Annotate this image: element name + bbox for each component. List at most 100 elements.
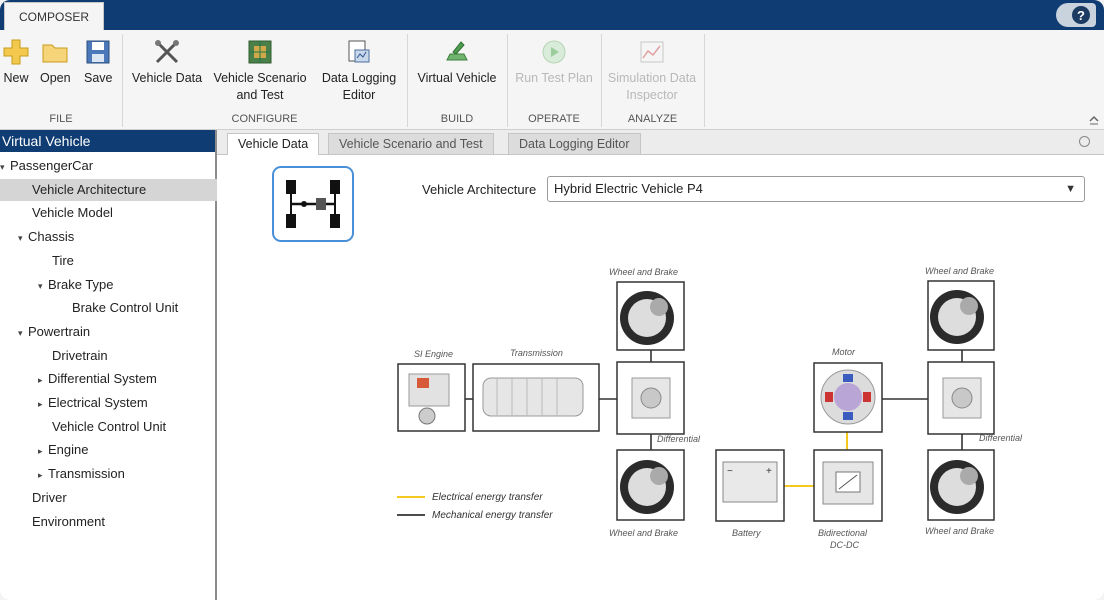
label-dcdc-line2: DC-DC [830,540,859,550]
wheel-brake-front-right [927,280,995,351]
simulation-data-inspector-button[interactable]: Simulation Data Inspector [607,38,697,104]
expand-arrow-right-icon[interactable]: ▸ [38,470,43,481]
tree-item-transmission[interactable]: ▸Transmission [0,463,251,485]
bidirectional-dc-dc [813,449,883,522]
architecture-diagram: −+ Wheel and Brake Wheel and Brake Wheel… [397,266,1023,550]
label-transmission: Transmission [510,348,563,358]
tab-composer[interactable]: COMPOSER [4,2,104,30]
wheel-brake-rear-right [927,449,995,521]
build-group-label: BUILD [440,113,474,125]
expand-arrow-down-icon[interactable]: ▾ [18,327,23,338]
tree-item-driver[interactable]: Driver [0,487,245,509]
vehicle-data-label: Vehicle Data [131,71,203,85]
expand-arrow-down-icon[interactable]: ▾ [18,233,23,244]
operate-group: Run Test Plan OPERATE [507,34,602,127]
tree-item-engine[interactable]: ▸ Engine [0,439,251,461]
motor [813,362,883,433]
svg-text:+: + [766,466,772,477]
battery: −+ [715,449,785,522]
tree-item-label: Driver [32,489,67,505]
tab-vehicle-data[interactable]: Vehicle Data [227,133,320,155]
vehicle-data-button[interactable]: Vehicle Data [129,38,205,87]
label-dcdc-line1: Bidirectional [818,528,868,538]
vehicle-scenario-test-label: Vehicle Scenario and Test [213,71,307,102]
tree-item-label: Powertrain [28,323,91,339]
document-tabbar: Vehicle Data Vehicle Scenario and Test D… [217,130,1104,155]
tree-item-label: Drivetrain [52,347,108,363]
tree-item-label: PassengerCar [10,158,94,173]
energy-legend: Electrical energy transfer Mechanical en… [397,492,553,521]
file-group: New Open Save FILE [0,34,123,127]
expand-arrow-right-icon[interactable]: ▸ [38,446,43,457]
tree-item-environment[interactable]: Environment [0,511,245,533]
vehicle-architecture-label: Vehicle Architecture [422,182,537,197]
vehicle-architecture-dropdown[interactable]: Hybrid Electric Vehicle P4 ▼ [547,176,1085,202]
scenario-icon [248,40,272,64]
architecture-thumbnail[interactable] [272,166,354,242]
run-test-plan-button[interactable]: Run Test Plan [513,38,595,87]
analyze-group-label: ANALYZE [627,113,678,125]
tree-item-label: Vehicle Model [32,205,113,221]
vehicle-scenario-test-button[interactable]: Vehicle Scenario and Test [212,38,308,104]
panel-options-icon[interactable] [1079,136,1090,147]
label-differential-right: Differential [979,433,1023,443]
save-label: Save [84,71,113,85]
sidebar-title: Virtual Vehicle [0,130,215,152]
expand-arrow-right-icon[interactable]: ▸ [38,399,43,409]
tree-item-brake-control-unit[interactable]: Brake Control Unit [0,297,285,319]
tab-vehicle-scenario-test[interactable]: Vehicle Scenario and Test [328,133,494,154]
tools-icon [155,40,179,64]
expand-arrow-right-icon[interactable]: ▸ [38,375,43,386]
tree-item-label: Brake Control Unit [72,300,179,316]
build-group: Virtual Vehicle BUILD [407,34,508,127]
tab-data-logging-editor[interactable]: Data Logging Editor [508,133,641,154]
virtual-vehicle-label: Virtual Vehicle [417,71,497,85]
tree-item-differential-system[interactable]: ▸Differential System [0,368,251,390]
configure-group-label: CONFIGURE [231,113,298,125]
analyze-group: Simulation Data Inspector ANALYZE [601,34,705,127]
tree-item-brake-type[interactable]: ▾Brake Type [0,274,251,296]
label-battery: Battery [732,528,761,538]
tree-item-vehicle-model[interactable]: Vehicle Model [0,202,245,224]
tree-item-label: Vehicle Control Unit [52,418,167,434]
label-wheel-brake-rl: Wheel and Brake [609,528,678,538]
tree-item-passengercar[interactable]: ▾ PassengerCar [0,155,213,177]
logging-icon [348,40,370,63]
label-si-engine: SI Engine [414,349,453,359]
vehicle-layout-icon [286,180,340,228]
configure-group: Vehicle Data Vehicle Scenario and Test D… [122,34,408,127]
expand-arrow-down-icon[interactable]: ▾ [38,280,43,291]
tree-item-drivetrain[interactable]: Drivetrain [0,345,265,367]
tree-item-electrical-system[interactable]: ▸Electrical System [0,392,251,414]
differential-right [927,361,995,435]
label-wheel-brake-fl: Wheel and Brake [609,267,678,277]
tree-item-chassis[interactable]: ▾Chassis [0,226,231,248]
floppy-disk-icon [86,40,110,64]
tree-item-powertrain[interactable]: ▾ Powertrain [0,321,231,343]
transmission [472,363,600,432]
virtual-vehicle-button[interactable]: Virtual Vehicle [415,38,499,87]
help-button[interactable]: ? [1056,3,1096,27]
tree-item-vehicle-architecture[interactable]: Vehicle Architecture [0,178,245,201]
collapse-ribbon-icon[interactable] [1088,113,1100,125]
new-button[interactable]: New [2,38,30,87]
label-wheel-brake-rr: Wheel and Brake [925,526,994,536]
build-vehicle-icon [446,41,468,61]
main-panel: Vehicle Data Vehicle Scenario and Test D… [217,130,1104,600]
tree-item-tire[interactable]: Tire [0,250,265,272]
open-button[interactable]: Open [40,38,71,87]
run-test-plan-label: Run Test Plan [515,71,593,85]
tree-item-label: Engine [48,442,89,458]
save-button[interactable]: Save [84,38,113,87]
expand-arrow-down-icon[interactable]: ▾ [0,162,5,172]
title-bar: COMPOSER ? [0,0,1104,30]
new-plus-icon [3,39,29,65]
mechanical-connections [465,350,963,450]
data-logging-editor-button[interactable]: Data Logging Editor [318,38,400,104]
legend-electrical: Electrical energy transfer [432,492,543,503]
open-label: Open [40,71,71,85]
tree-item-label: Tire [52,252,74,268]
tree-item-vehicle-control-unit[interactable]: Vehicle Control Unit [0,416,265,438]
